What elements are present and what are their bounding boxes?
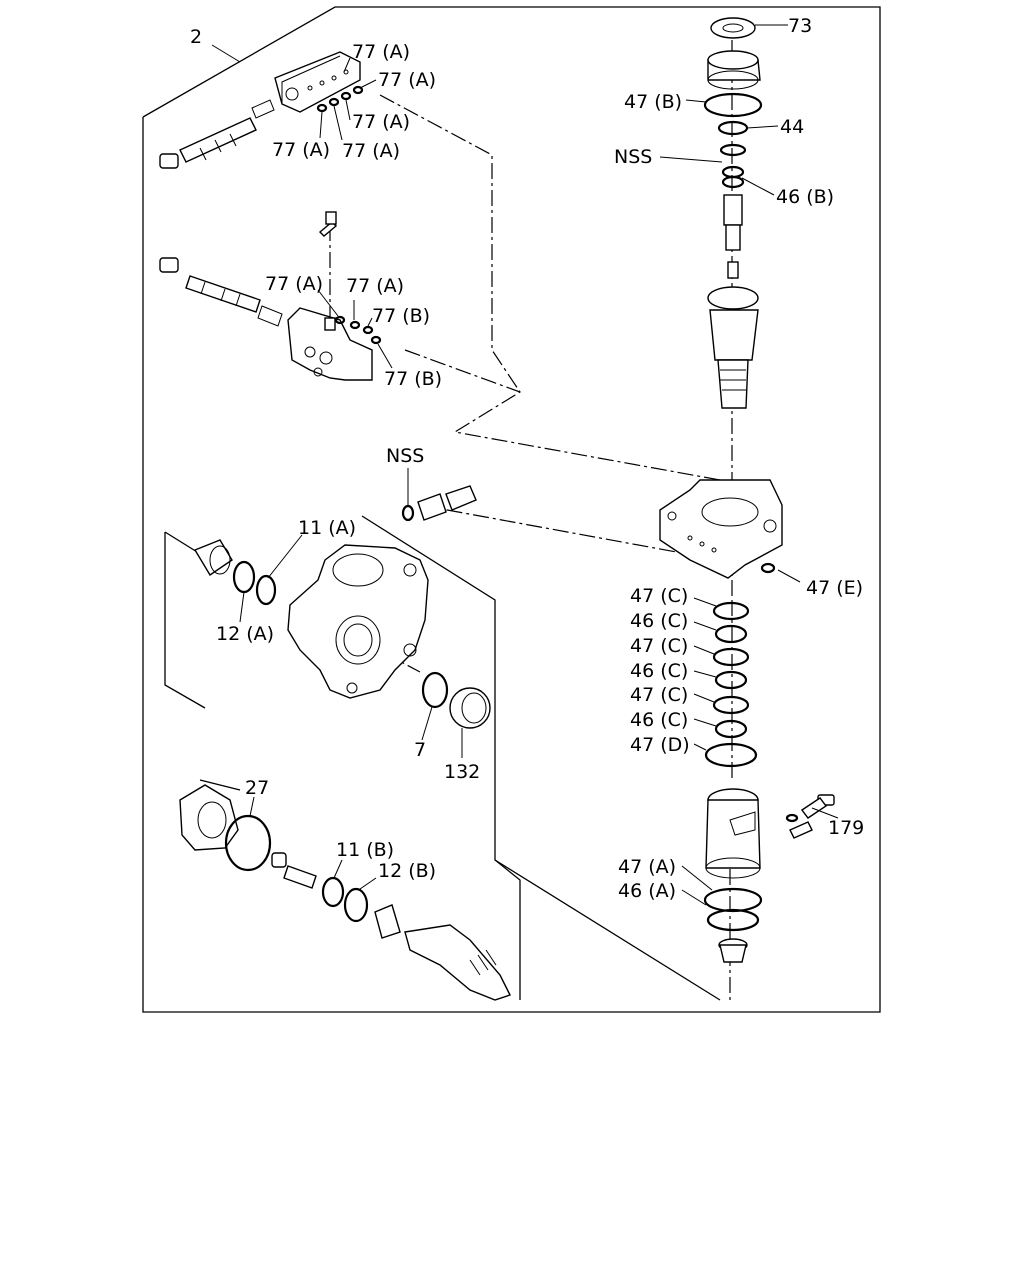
upper-valve-block	[274, 51, 361, 113]
power-piston	[705, 788, 761, 879]
label-132: 132	[444, 761, 480, 783]
label-77a-7: 77 (A)	[346, 275, 404, 297]
o-ring-27	[224, 814, 272, 872]
pipe-fitting	[318, 211, 338, 237]
ring-12b	[343, 887, 369, 923]
label-11a: 11 (A)	[298, 517, 356, 539]
label-77a-5: 77 (A)	[342, 140, 400, 162]
label-12a: 12 (A)	[216, 623, 274, 645]
ring-11b	[321, 876, 345, 908]
label-46c-2: 46 (C)	[630, 660, 688, 682]
mid-valve-block	[287, 307, 373, 381]
seal-132	[449, 687, 491, 729]
needle-bearing-left	[193, 539, 233, 576]
label-77b-2: 77 (B)	[384, 368, 442, 390]
input-shaft	[723, 194, 743, 279]
seal-stack	[704, 601, 758, 768]
label-77a-4: 77 (A)	[272, 139, 330, 161]
label-73: 73	[788, 15, 812, 37]
bolt-179	[785, 794, 835, 839]
label-77a-6: 77 (A)	[265, 273, 323, 295]
o-ring-47e	[760, 562, 776, 574]
adjusting-screw	[271, 852, 317, 889]
label-44: 44	[780, 116, 804, 138]
part-labels: 2 73 47 (B) 44 NSS 46 (B) 77 (A) 77 (A) …	[190, 15, 864, 902]
label-47c-1: 47 (C)	[630, 585, 688, 607]
label-77a-2: 77 (A)	[378, 69, 436, 91]
valve-housing	[659, 479, 783, 579]
label-47e: 47 (E)	[806, 577, 863, 599]
label-47c-2: 47 (C)	[630, 635, 688, 657]
assembly-frame	[142, 6, 881, 1013]
top-cap	[707, 50, 761, 90]
ring-11a	[255, 574, 277, 606]
ring-12a	[232, 560, 256, 594]
label-47c-3: 47 (C)	[630, 684, 688, 706]
label-46b: 46 (B)	[776, 186, 834, 208]
label-11b: 11 (B)	[336, 839, 394, 861]
label-77b-1: 77 (B)	[372, 305, 430, 327]
label-47a: 47 (A)	[618, 856, 676, 878]
gear-housing	[287, 544, 429, 699]
upper-spool-valve	[159, 99, 275, 169]
label-assembly-2: 2	[190, 26, 202, 48]
end-plug	[718, 938, 748, 963]
mid-o-rings-77	[334, 315, 382, 345]
upper-o-rings-77a	[316, 85, 364, 113]
label-7: 7	[414, 739, 426, 761]
mid-spool-valve	[159, 257, 283, 327]
label-12b: 12 (B)	[378, 860, 436, 882]
seal-46a	[706, 908, 760, 932]
top-seal-73	[710, 17, 756, 39]
label-nss-top: NSS	[614, 146, 652, 168]
label-46c-1: 46 (C)	[630, 610, 688, 632]
label-47b: 47 (B)	[624, 91, 682, 113]
label-46c-3: 46 (C)	[630, 709, 688, 731]
o-ring-47a	[703, 887, 763, 913]
label-27: 27	[245, 777, 269, 799]
nss-ring-top	[719, 143, 747, 157]
label-179: 179	[828, 817, 864, 839]
pinion-shaft	[374, 904, 511, 1001]
label-nss-mid: NSS	[386, 445, 424, 467]
label-77a-3: 77 (A)	[352, 111, 410, 133]
seal-46b	[721, 165, 745, 189]
label-47d: 47 (D)	[630, 734, 690, 756]
ring-7	[421, 671, 449, 709]
rotary-valve	[707, 286, 759, 409]
o-ring-47b	[703, 92, 763, 118]
bearing-44	[717, 120, 749, 136]
leader-lines	[211, 24, 839, 906]
label-77a-1: 77 (A)	[352, 41, 410, 63]
nss-fitting-mid	[401, 485, 477, 522]
side-cover	[179, 784, 239, 851]
section-brackets	[164, 515, 721, 1001]
label-46a: 46 (A)	[618, 880, 676, 902]
